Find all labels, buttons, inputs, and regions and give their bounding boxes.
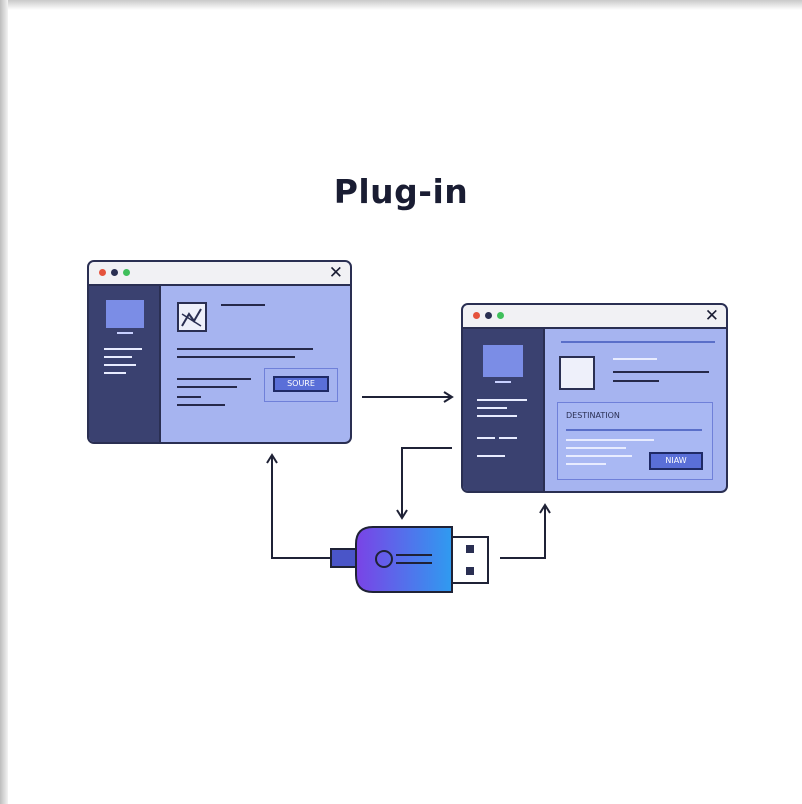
text-line xyxy=(177,348,313,350)
text-line xyxy=(566,439,654,441)
text-line xyxy=(613,371,709,373)
sidebar-text-line xyxy=(499,437,517,439)
chart-thumbnail-icon xyxy=(177,302,207,332)
image-thumbnail-icon xyxy=(559,356,595,390)
destination-label: DESTINATION xyxy=(566,411,620,420)
text-line xyxy=(177,378,251,380)
source-titlebar: ✕ xyxy=(89,262,350,286)
source-window-frame: ✕ SOURE xyxy=(87,260,352,444)
destination-titlebar: ✕ xyxy=(463,305,726,329)
sidebar-text-line xyxy=(104,356,132,358)
destination-window-frame: ✕ DESTINATION NIAW xyxy=(461,303,728,493)
sidebar-text-line xyxy=(477,415,517,417)
destination-sidebar xyxy=(463,329,545,491)
destination-button[interactable]: NIAW xyxy=(649,452,703,470)
close-icon[interactable]: ✕ xyxy=(704,306,719,326)
text-line xyxy=(566,429,702,431)
sidebar-text-line xyxy=(477,437,495,439)
text-line xyxy=(177,404,225,406)
usb-to-source-arrow xyxy=(266,453,330,559)
destination-to-usb-arrow xyxy=(396,447,452,520)
text-line xyxy=(566,463,606,465)
close-icon[interactable]: ✕ xyxy=(328,263,343,283)
text-line xyxy=(566,447,626,449)
minimize-dot-icon xyxy=(485,312,492,319)
close-dot-icon xyxy=(473,312,480,319)
sidebar-text-line xyxy=(477,407,507,409)
source-sidebar xyxy=(89,286,161,442)
text-line xyxy=(613,380,659,382)
sidebar-text-line xyxy=(104,372,126,374)
destination-window: ✕ DESTINATION NIAW xyxy=(461,303,728,493)
chart-line-icon xyxy=(181,308,202,327)
sidebar-text-line xyxy=(477,399,527,401)
maximize-dot-icon xyxy=(497,312,504,319)
monitor-stand xyxy=(117,332,133,334)
close-dot-icon xyxy=(99,269,106,276)
sidebar-text-line xyxy=(104,364,136,366)
page-edge xyxy=(0,0,8,804)
monitor-icon xyxy=(106,300,144,328)
divider-line xyxy=(561,341,715,343)
heading-line xyxy=(221,304,265,306)
usb-drive-icon xyxy=(330,526,489,593)
text-line xyxy=(177,396,201,398)
source-button[interactable]: SOURE xyxy=(273,376,329,392)
monitor-stand xyxy=(495,381,511,383)
sidebar-text-line xyxy=(104,348,142,350)
text-line xyxy=(177,386,237,388)
monitor-icon xyxy=(483,345,523,377)
text-line xyxy=(566,455,632,457)
source-button-box xyxy=(264,368,338,402)
usb-to-destination-arrow xyxy=(500,503,551,559)
maximize-dot-icon xyxy=(123,269,130,276)
text-line xyxy=(177,356,295,358)
heading-line xyxy=(613,358,657,360)
diagram-title: Plug-in xyxy=(333,172,469,211)
sidebar-text-line xyxy=(477,455,505,457)
minimize-dot-icon xyxy=(111,269,118,276)
source-window: ✕ SOURE xyxy=(87,260,352,444)
